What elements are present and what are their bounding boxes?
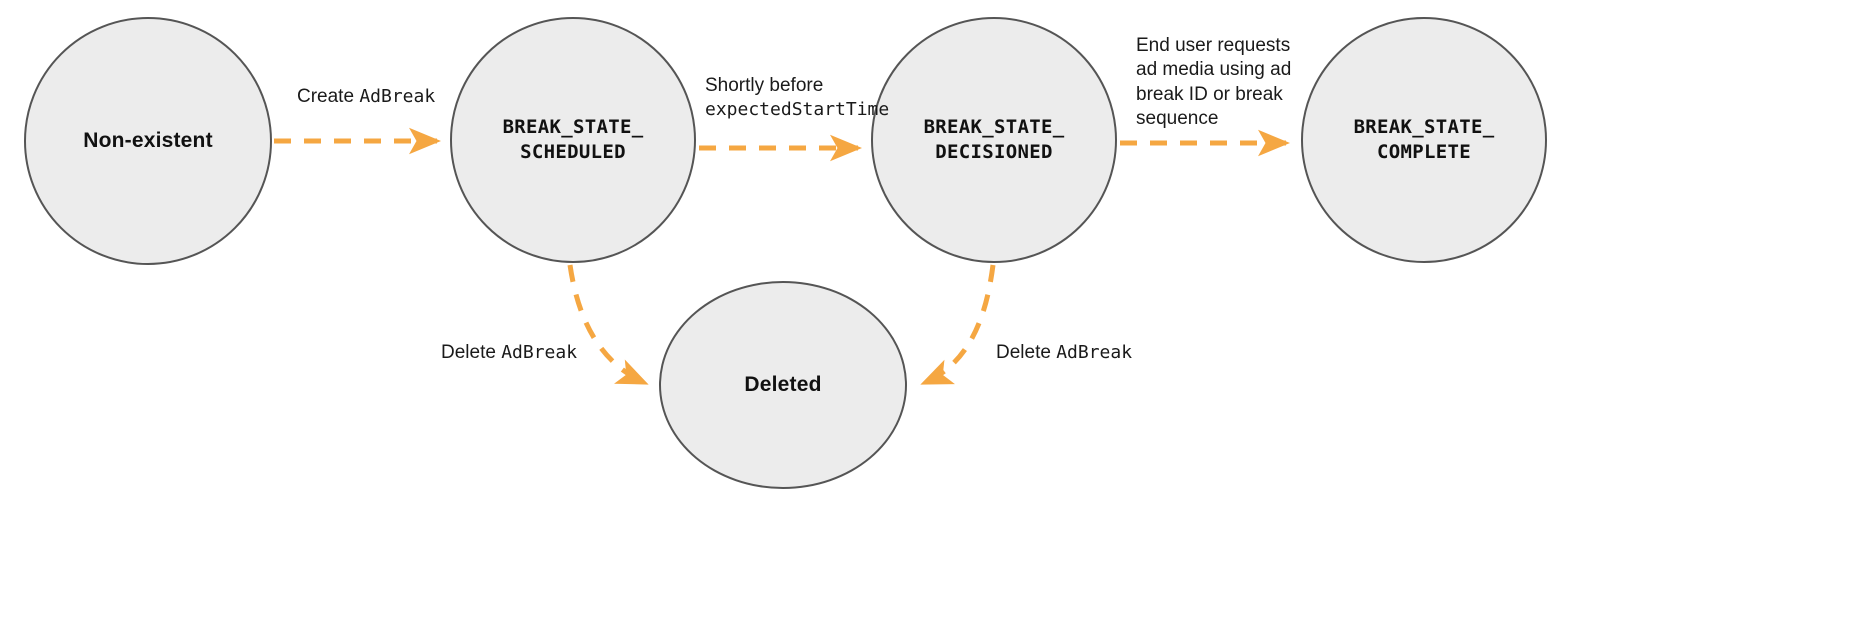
edge-label-end-user-requests: End user requests ad media using ad brea… xyxy=(1136,34,1291,131)
node-label-break-state-complete: BREAK_STATE_ COMPLETE xyxy=(1353,115,1495,163)
node-non-existent[interactable]: Non-existent xyxy=(24,17,272,265)
edge-delete-from-decisioned xyxy=(920,264,996,386)
node-break-state-scheduled[interactable]: BREAK_STATE_ SCHEDULED xyxy=(450,17,696,263)
node-label-non-existent: Non-existent xyxy=(83,129,213,153)
node-label-break-state-decisioned: BREAK_STATE_ DECISIONED xyxy=(923,115,1065,163)
edge-label-code: AdBreak xyxy=(501,342,578,363)
edge-label-prose: Create xyxy=(297,86,360,107)
node-label-break-state-scheduled: BREAK_STATE_ SCHEDULED xyxy=(502,115,644,163)
edge-label-code: AdBreak xyxy=(359,86,436,107)
node-break-state-complete[interactable]: BREAK_STATE_ COMPLETE xyxy=(1301,17,1547,263)
edge-label-shortly-before: Shortly before expectedStartTime xyxy=(705,74,889,123)
edge-label-delete-from-decisioned: Delete AdBreak xyxy=(996,341,1132,365)
edge-label-prose: End user requests ad media using ad brea… xyxy=(1136,35,1292,129)
edge-label-delete-from-scheduled: Delete AdBreak xyxy=(441,341,577,365)
node-break-state-decisioned[interactable]: BREAK_STATE_ DECISIONED xyxy=(871,17,1117,263)
edge-label-prose: Shortly before xyxy=(705,75,824,96)
node-label-deleted: Deleted xyxy=(744,373,822,397)
node-deleted[interactable]: Deleted xyxy=(659,281,907,489)
edge-delete-from-scheduled xyxy=(567,264,649,386)
edge-label-prose: Delete xyxy=(996,342,1057,363)
edge-label-prose: Delete xyxy=(441,342,502,363)
edge-label-code: AdBreak xyxy=(1056,342,1133,363)
edge-label-create-adbreak: Create AdBreak xyxy=(297,85,435,109)
edge-label-code: expectedStartTime xyxy=(705,99,890,121)
